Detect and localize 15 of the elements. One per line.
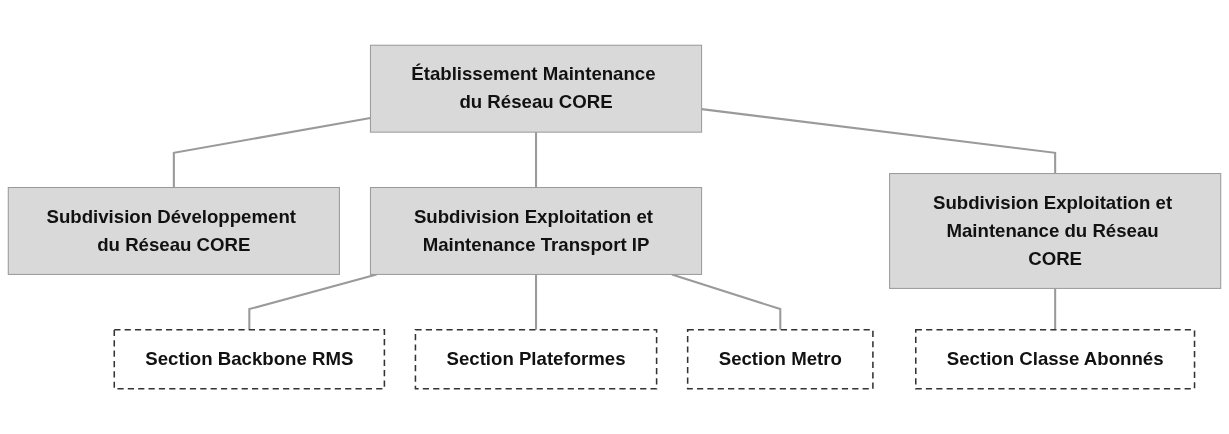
connector <box>701 108 1057 174</box>
node-box: Établissement Maintenance du Réseau CORE <box>369 44 703 133</box>
connector <box>671 273 782 330</box>
node-box: Subdivision Développement du Réseau CORE <box>7 187 340 275</box>
connector <box>172 117 371 188</box>
node-box: Section Backbone RMS <box>113 329 386 390</box>
node-box: Subdivision Exploitation et Maintenance du Réseau CORE <box>889 173 1222 289</box>
connector <box>1054 288 1057 330</box>
node-box: Section Metro <box>686 329 874 390</box>
connector <box>248 273 377 330</box>
connector <box>535 132 538 188</box>
connector <box>535 274 538 330</box>
node-box: Section Plateformes <box>414 329 658 390</box>
node-box: Section Classe Abonnés <box>915 329 1196 390</box>
node-box: Subdivision Exploitation et Maintenance Transport IP <box>369 187 703 275</box>
